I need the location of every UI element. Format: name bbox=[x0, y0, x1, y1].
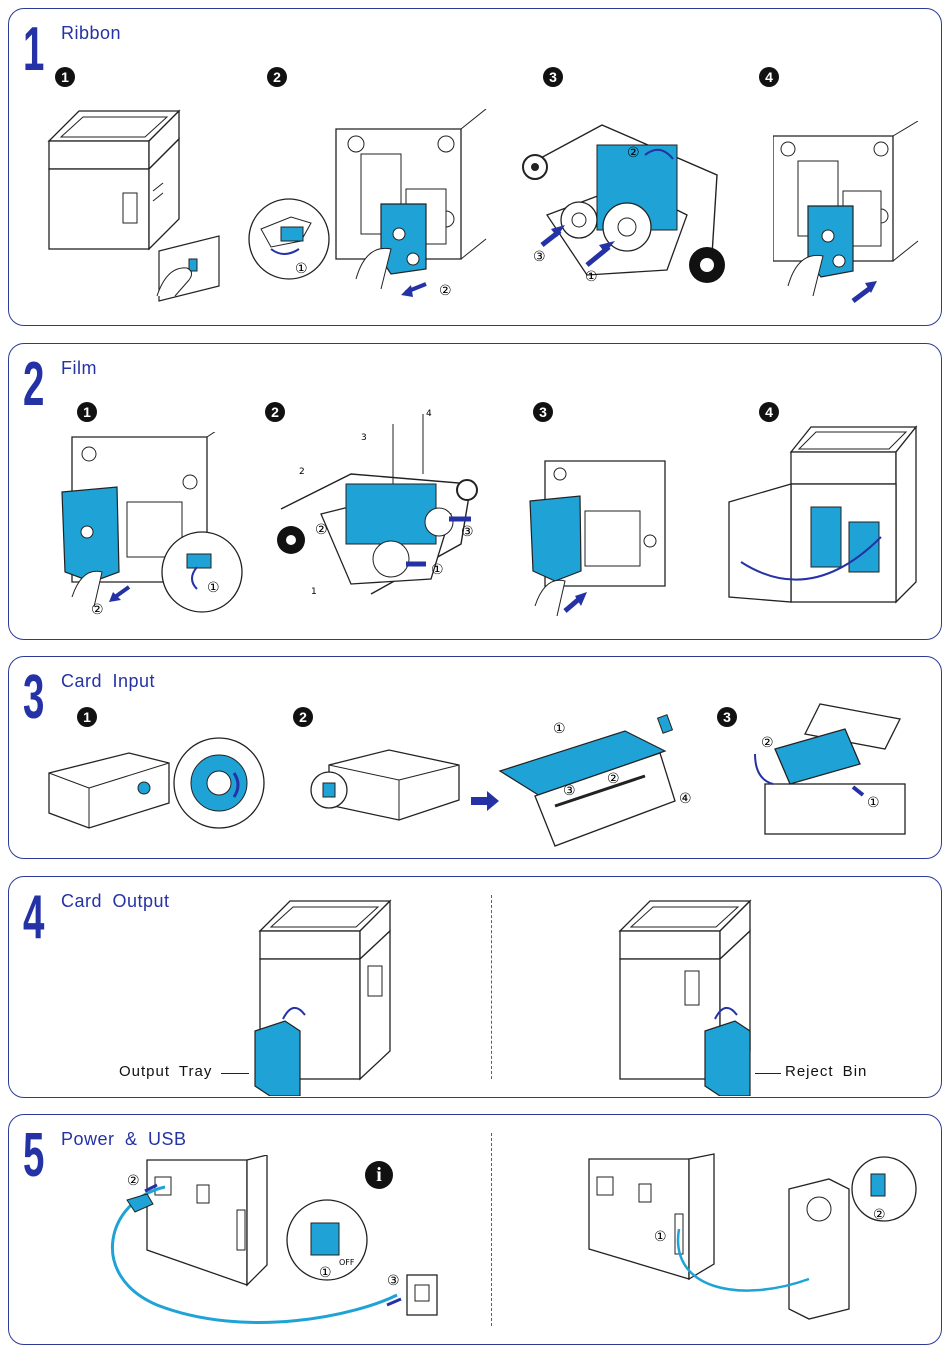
section-power-usb: 5 Power & USB ② OFF ① ③ i ① ② bbox=[8, 1114, 942, 1345]
callout: ① bbox=[585, 269, 598, 285]
callout: 1 bbox=[311, 587, 317, 597]
section-title: Card Output bbox=[61, 891, 170, 912]
reject-bin-label: Reject Bin bbox=[785, 1063, 867, 1080]
step-badge: 1 bbox=[77, 707, 97, 727]
section-card-input: 3 Card Input 1 2 3 ① ② ③ ④ ② bbox=[8, 656, 942, 859]
callout: ③ bbox=[387, 1273, 400, 1289]
callout: 4 bbox=[426, 409, 432, 419]
callout: ② bbox=[315, 522, 328, 538]
step-badge: 2 bbox=[293, 707, 313, 727]
leader-line bbox=[221, 1073, 249, 1074]
section-number: 3 bbox=[23, 667, 43, 729]
callout: ② bbox=[91, 602, 104, 618]
card-hopper-dial-illustration bbox=[39, 733, 269, 843]
step-badge: 3 bbox=[717, 707, 737, 727]
callout: ① bbox=[319, 1265, 332, 1281]
power-connection-illustration: ② OFF ① ③ bbox=[97, 1155, 477, 1340]
section-title: Ribbon bbox=[61, 23, 121, 44]
film-removal-illustration: ② ① bbox=[47, 432, 247, 627]
ribbon-removal-illustration: ① ② bbox=[241, 109, 491, 309]
callout: ④ bbox=[679, 791, 692, 807]
step-badge: 1 bbox=[77, 402, 97, 422]
printer-output-tray-illustration bbox=[245, 891, 405, 1096]
section-title: Film bbox=[61, 358, 97, 379]
printer-latch-illustration bbox=[39, 101, 229, 311]
card-hopper-insert-illustration: ② ① bbox=[745, 699, 915, 839]
callout: ③ bbox=[533, 249, 546, 265]
step-badge: 3 bbox=[533, 402, 553, 422]
callout: ① bbox=[295, 261, 308, 277]
callout: ① bbox=[207, 580, 220, 596]
ribbon-loading-illustration: ② ③ ① bbox=[517, 105, 737, 305]
ribbon-insert-illustration bbox=[773, 121, 923, 311]
printer-open-door-illustration bbox=[721, 422, 931, 612]
step-badge: 4 bbox=[759, 402, 779, 422]
section-number: 5 bbox=[23, 1125, 43, 1187]
section-number: 2 bbox=[23, 354, 43, 416]
callout: ② bbox=[873, 1207, 886, 1223]
section-card-output: 4 Card Output Output Tray Reject Bin bbox=[8, 876, 942, 1098]
section-title: Card Input bbox=[61, 671, 155, 692]
callout: ① bbox=[431, 562, 444, 578]
callout: 2 bbox=[299, 467, 305, 477]
section-number: 1 bbox=[23, 19, 43, 81]
callout: 3 bbox=[361, 433, 367, 443]
callout: ② bbox=[607, 771, 620, 787]
section-title: Power & USB bbox=[61, 1129, 187, 1150]
card-hopper-illustration bbox=[299, 745, 469, 835]
callout: ① bbox=[654, 1229, 667, 1245]
card-hopper-open-illustration: ① ② ③ ④ bbox=[495, 711, 705, 851]
step-badge: 4 bbox=[759, 67, 779, 87]
section-ribbon: 1 Ribbon 1 2 3 4 ① ② bbox=[8, 8, 942, 326]
usb-connection-illustration: ① ② bbox=[579, 1129, 919, 1339]
leader-line bbox=[755, 1073, 781, 1074]
film-loading-illustration: 2 3 4 1 ② ③ ① bbox=[271, 404, 501, 604]
output-tray-label: Output Tray bbox=[119, 1063, 212, 1080]
info-icon-glyph: i bbox=[376, 1164, 382, 1186]
callout: ③ bbox=[563, 783, 576, 799]
section-number: 4 bbox=[23, 887, 43, 949]
divider bbox=[491, 895, 492, 1079]
off-label: OFF bbox=[339, 1258, 355, 1267]
callout: ② bbox=[761, 735, 774, 751]
divider bbox=[491, 1133, 492, 1326]
info-icon: i bbox=[365, 1161, 393, 1189]
callout: ② bbox=[627, 145, 640, 161]
printer-reject-bin-illustration bbox=[605, 891, 765, 1096]
callout: ③ bbox=[461, 524, 474, 540]
film-insert-illustration bbox=[515, 456, 675, 626]
callout: ① bbox=[553, 721, 566, 737]
step-badge: 1 bbox=[55, 67, 75, 87]
callout: ② bbox=[439, 283, 452, 299]
callout: ① bbox=[867, 795, 880, 811]
step-badge: 3 bbox=[543, 67, 563, 87]
callout: ② bbox=[127, 1173, 140, 1189]
section-film: 2 Film 1 2 3 4 ② ① 2 3 4 1 ② ③ ① bbox=[8, 343, 942, 640]
step-badge: 2 bbox=[267, 67, 287, 87]
